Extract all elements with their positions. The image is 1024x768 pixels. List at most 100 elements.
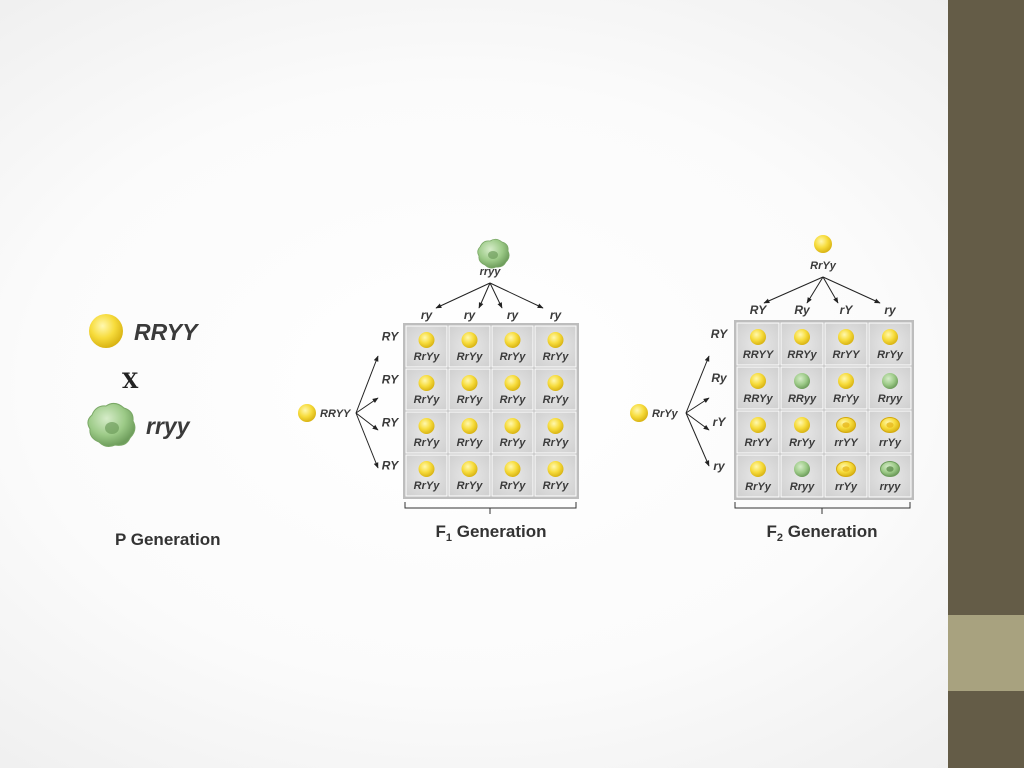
f1-cell-genotype: RrYy (414, 394, 441, 406)
f2-row-arrows (685, 355, 710, 467)
f2-cell: rryy (868, 454, 912, 498)
yellow-round-pea-icon (838, 329, 854, 345)
f1-cell: RrYy (448, 368, 491, 411)
f1-cell-genotype: RrYy (457, 480, 484, 492)
f2-cell-genotype: RrYy (833, 393, 860, 405)
f1-cell: RrYy (534, 325, 577, 368)
f2-cell-genotype: rrYY (834, 437, 859, 449)
f2-cell: RRyy (780, 366, 824, 410)
yellow-round-pea-icon (750, 417, 766, 433)
f2-row-gamete: ry (713, 459, 726, 473)
yellow-round-pea-icon (418, 418, 435, 434)
green-pea-center (105, 422, 119, 434)
f2-cell: RrYy (736, 454, 780, 498)
f2-cell: RrYy (780, 410, 824, 454)
f2-cell: RrYY (824, 322, 868, 366)
yellow-round-pea-icon (882, 329, 898, 345)
f1-cell-genotype: RrYy (543, 437, 570, 449)
f1-cell: RrYy (448, 454, 491, 497)
green-round-pea-icon (794, 461, 810, 477)
yellow-round-pea-icon (547, 418, 564, 434)
p-parent1-genotype: RRYY (134, 319, 200, 345)
yellow-round-pea-icon (838, 373, 854, 389)
f2-top-parent-genotype: RrYy (810, 260, 837, 272)
yellow-wrinkled-pea-icon (836, 461, 856, 477)
f1-column-gamete: ry (421, 308, 434, 322)
f2-cell-genotype: rrYy (879, 437, 902, 449)
f2-column-gamete: RY (750, 303, 767, 317)
f2-cell: RRYy (780, 322, 824, 366)
f2-generation-label: F2 Generation (767, 522, 878, 544)
f1-row-gamete: RY (382, 416, 399, 430)
f1-cell: RrYy (491, 454, 534, 497)
f1-cell: RrYy (405, 454, 448, 497)
green-wrinkled-pea-icon (880, 461, 900, 477)
yellow-round-pea-icon (750, 461, 766, 477)
f1-cell-genotype: RrYy (500, 351, 527, 363)
f1-cell-genotype: RrYy (543, 480, 570, 492)
top-parent-pea-center (488, 251, 498, 259)
yellow-round-pea-icon (461, 461, 478, 477)
f2-cell-genotype: RrYy (745, 481, 772, 493)
yellow-wrinkled-pea-icon (836, 417, 856, 433)
f1-cell: RrYy (405, 368, 448, 411)
yellow-round-pea-icon (418, 461, 435, 477)
yellow-round-pea-icon (461, 332, 478, 348)
yellow-round-pea-icon (504, 418, 521, 434)
p-generation-label: P Generation (115, 530, 221, 549)
f1-left-parent-genotype: RRYY (320, 408, 352, 420)
f2-cell-genotype: RRYY (743, 349, 775, 361)
f1-cell-genotype: RrYy (414, 480, 441, 492)
f1-cell: RrYy (534, 368, 577, 411)
f2-cell-genotype: RRyy (788, 393, 817, 405)
cross-symbol: X (122, 368, 139, 393)
f1-cell: RrYy (534, 454, 577, 497)
f2-bracket (734, 502, 911, 514)
yellow-round-pea-icon (750, 373, 766, 389)
p-parent2-genotype: rryy (146, 413, 191, 439)
f2-cell-genotype: rryy (880, 481, 902, 493)
f1-cell-genotype: RrYy (457, 437, 484, 449)
f1-cell: RrYy (491, 325, 534, 368)
f1-column-gamete: ry (550, 308, 563, 322)
f1-row-gamete: RY (382, 330, 399, 344)
f1-cell: RrYy (534, 411, 577, 454)
f1-cell: RrYy (491, 411, 534, 454)
f2-cell-genotype: RRYy (743, 393, 773, 405)
f2-cell: RrYY (736, 410, 780, 454)
f2-row-gamete: rY (713, 415, 727, 429)
f1-cell: RrYy (448, 325, 491, 368)
f2-cell: rrYy (824, 454, 868, 498)
f2-cell: RRYY (736, 322, 780, 366)
f1-cell-genotype: RrYy (500, 394, 527, 406)
yellow-wrinkled-pea-icon (880, 417, 900, 433)
f1-cell: RrYy (405, 325, 448, 368)
sidebar-accent-block (948, 615, 1024, 691)
f2-cell: rrYy (868, 410, 912, 454)
f1-cell: RrYy (448, 411, 491, 454)
f1-cell: RrYy (491, 368, 534, 411)
f2-cell-genotype: Rryy (790, 481, 815, 493)
f2-cell: Rryy (868, 366, 912, 410)
yellow-round-pea-icon (461, 418, 478, 434)
f2-col-arrows (763, 276, 881, 304)
f2-cell: Rryy (780, 454, 824, 498)
f1-cell-genotype: RrYy (543, 351, 570, 363)
green-round-pea-icon (882, 373, 898, 389)
yellow-round-pea-icon (504, 375, 521, 391)
f2-left-parent-genotype: RrYy (652, 408, 679, 420)
yellow-round-pea-icon (461, 375, 478, 391)
f2-cell-genotype: RrYy (789, 437, 816, 449)
f2-cell: RRYy (736, 366, 780, 410)
f1-cell-genotype: RrYy (500, 437, 527, 449)
f2-cell: RrYy (868, 322, 912, 366)
yellow-round-pea-icon (794, 329, 810, 345)
f1-cell: RrYy (405, 411, 448, 454)
f2-cell: RrYy (824, 366, 868, 410)
